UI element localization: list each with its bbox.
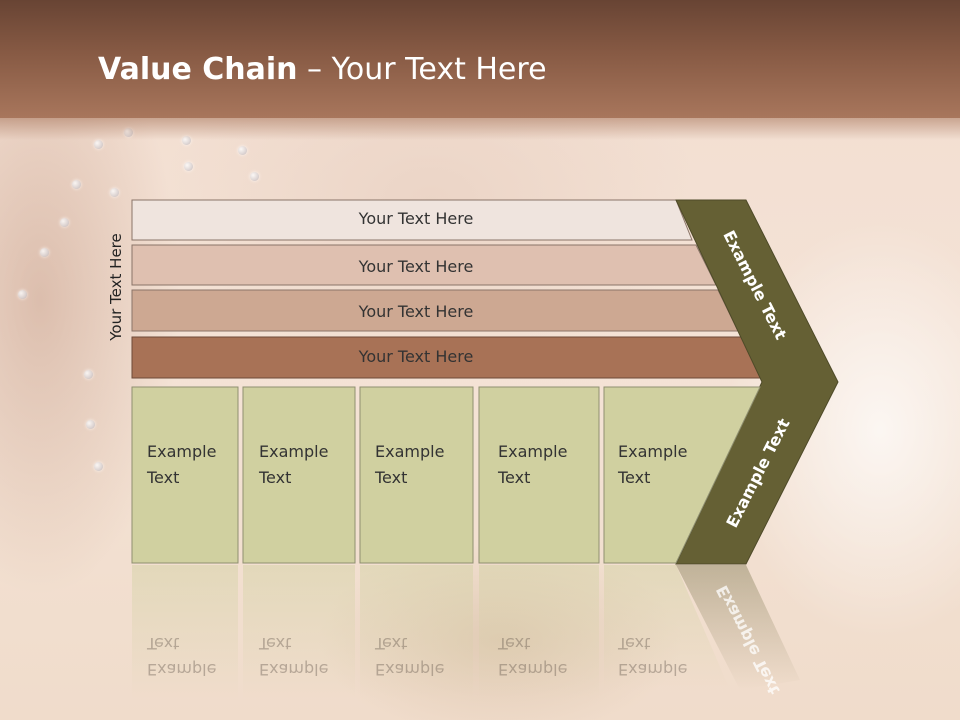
title-rest: – Your Text Here	[297, 52, 547, 87]
bar-1	[131, 199, 693, 241]
crystal-dot	[184, 162, 193, 171]
bar-3-label: Your Text Here	[358, 302, 474, 321]
boxes-reflection	[132, 565, 800, 700]
bar-1-label: Your Text Here	[358, 209, 474, 228]
crystal-dot	[250, 172, 259, 181]
crystal-dot	[94, 462, 103, 471]
example-box-1	[131, 386, 239, 564]
crystal-dot	[72, 180, 81, 189]
crystal-dot	[18, 290, 27, 299]
crystal-dot	[40, 248, 49, 257]
crystal-dot	[182, 136, 191, 145]
crystal-dot	[84, 370, 93, 379]
crystal-dot	[94, 140, 103, 149]
crystal-dot	[60, 218, 69, 227]
slide-title: Value Chain – Your Text Here	[98, 52, 547, 87]
example-box-4	[478, 386, 600, 564]
chevron-arrow	[675, 199, 839, 565]
example-box-2	[242, 386, 356, 564]
bar-2-label: Your Text Here	[358, 257, 474, 276]
example-box-3	[359, 386, 474, 564]
example-box-5	[603, 386, 761, 564]
crystal-dot	[86, 420, 95, 429]
title-bold: Value Chain	[98, 52, 298, 87]
bar-4-label: Your Text Here	[358, 347, 474, 366]
title-bar: Value Chain – Your Text Here	[0, 0, 960, 140]
crystal-dot	[110, 188, 119, 197]
crystal-dot	[238, 146, 247, 155]
